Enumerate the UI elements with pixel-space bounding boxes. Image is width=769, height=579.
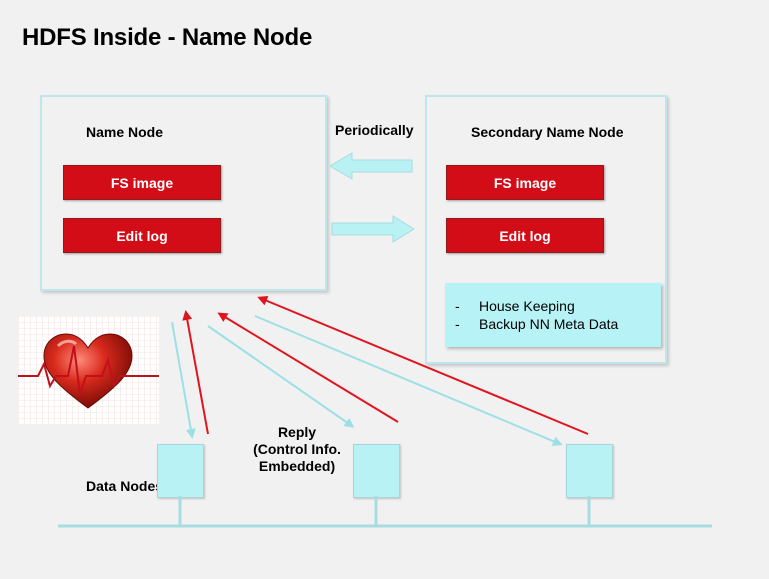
secondary-notes-box: -House Keeping -Backup NN Meta Data (445, 283, 661, 347)
reply-arrow-2 (207, 325, 355, 428)
sync-arrow-right (331, 215, 415, 243)
periodically-label: Periodically (335, 122, 414, 138)
sync-arrow-left (329, 152, 413, 180)
name-node-label: Name Node (86, 124, 164, 140)
page-title: HDFS Inside - Name Node (22, 24, 313, 51)
secondary-edit-log-box: Edit log (446, 218, 604, 253)
secondary-fs-image-box: FS image (446, 165, 604, 200)
reply-label: Reply (Control Info. Embedded) (253, 424, 341, 474)
data-node-2 (353, 444, 400, 498)
secondary-name-node-label: Secondary Name Node (471, 124, 624, 140)
name-node-edit-log-box: Edit log (63, 218, 221, 253)
name-node-panel: Name Node FS image Edit log (40, 95, 327, 291)
note-item: -House Keeping (455, 298, 575, 314)
data-nodes-label: Data Nodes (86, 478, 164, 494)
heart-ecg-icon (18, 316, 159, 424)
reply-arrow-1 (171, 321, 196, 439)
heartbeat-arrow-3 (257, 296, 589, 435)
name-node-fs-image-box: FS image (63, 165, 221, 200)
reply-arrow-3 (254, 315, 563, 446)
heartbeat-arrow-1 (182, 310, 209, 435)
data-node-3 (566, 444, 613, 498)
data-node-1 (157, 444, 204, 498)
note-item: -Backup NN Meta Data (455, 316, 619, 332)
heartbeat-arrow-2 (217, 312, 399, 423)
